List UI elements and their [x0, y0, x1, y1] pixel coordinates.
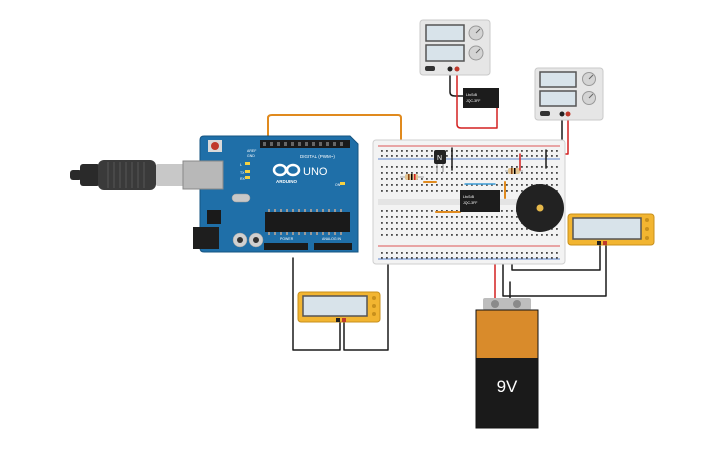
- multimeter-2-display: [572, 217, 642, 240]
- relay1-line2: JQC-3FF: [466, 99, 480, 103]
- multimeter-1[interactable]: [297, 291, 381, 323]
- battery-label: 9V: [497, 377, 518, 396]
- digital-label: DIGITAL (PWM~): [300, 154, 335, 159]
- relay-top[interactable]: Lb•S•B JQC-3FF: [463, 88, 499, 108]
- analog-header: [314, 243, 352, 250]
- arduino-model: UNO: [303, 166, 328, 178]
- multimeter-1-display: [302, 295, 368, 317]
- gnd-top-label: GND: [247, 154, 255, 158]
- ps2-display-current: [539, 90, 577, 107]
- transistor-label: N: [437, 155, 442, 162]
- relay2-line1: Lb•S•B: [463, 195, 475, 199]
- on-label: ON: [335, 183, 341, 187]
- ps1-display-current: [425, 44, 465, 62]
- aref-label: AREF: [247, 149, 256, 153]
- wire-red-ps1-relay[interactable]: [456, 69, 498, 129]
- knob-icon[interactable]: [582, 91, 596, 105]
- power-jack: [193, 227, 219, 249]
- resistor-2[interactable]: [505, 168, 523, 174]
- rx-label: RX: [240, 177, 246, 181]
- atmega-chip: [265, 212, 350, 232]
- breadboard-holes: [381, 150, 558, 259]
- relay1-line1: Lb•S•B: [466, 93, 478, 97]
- tx-label: TX: [240, 171, 245, 175]
- multimeter-2[interactable]: [567, 213, 655, 246]
- battery-snap: [483, 298, 531, 310]
- wire-black-arduino-gnd[interactable]: [292, 257, 341, 351]
- resistor-1[interactable]: [400, 174, 424, 180]
- ps2-power-switch[interactable]: [540, 111, 550, 116]
- usb-chip: [207, 210, 221, 224]
- arduino-uno[interactable]: DIGITAL (PWM~) AREF GND ARDUINO UNO L TX…: [182, 135, 359, 253]
- analog-label: ANALOG IN: [322, 237, 342, 241]
- ps1-power-switch[interactable]: [425, 66, 435, 71]
- knob-icon[interactable]: [582, 72, 596, 86]
- arduino-infinity-logo-icon: [272, 163, 301, 177]
- knob-icon[interactable]: [468, 25, 484, 41]
- battery-body: [476, 358, 538, 428]
- relay2-line2: JQC-3FF: [463, 201, 477, 205]
- power-label: POWER: [280, 237, 294, 241]
- digital-pins: [263, 142, 343, 146]
- arduino-brand: ARDUINO: [276, 179, 297, 184]
- power-supply-2[interactable]: [534, 67, 604, 121]
- battery-9v[interactable]: 9V: [475, 298, 539, 429]
- wire-black-ps1-relay[interactable]: [449, 69, 467, 97]
- wire-black-meter-right[interactable]: [343, 261, 389, 351]
- relay-breadboard[interactable]: Lb•S•B JQC-3FF: [460, 190, 500, 212]
- power-header: [264, 243, 308, 250]
- transistor[interactable]: N: [434, 150, 446, 172]
- knob-icon[interactable]: [468, 45, 484, 61]
- breadboard-jumpers[interactable]: [423, 147, 547, 213]
- l-label: L: [240, 163, 242, 167]
- ps2-display-voltage: [539, 71, 577, 88]
- usb-jack: [182, 160, 224, 190]
- battery-top-band: [476, 310, 538, 360]
- wire-orange-signal[interactable]: [267, 114, 402, 176]
- buzzer-icon[interactable]: [516, 184, 564, 232]
- ps1-display-voltage: [425, 24, 465, 42]
- power-supply-1[interactable]: [419, 19, 491, 76]
- crystal: [231, 193, 251, 203]
